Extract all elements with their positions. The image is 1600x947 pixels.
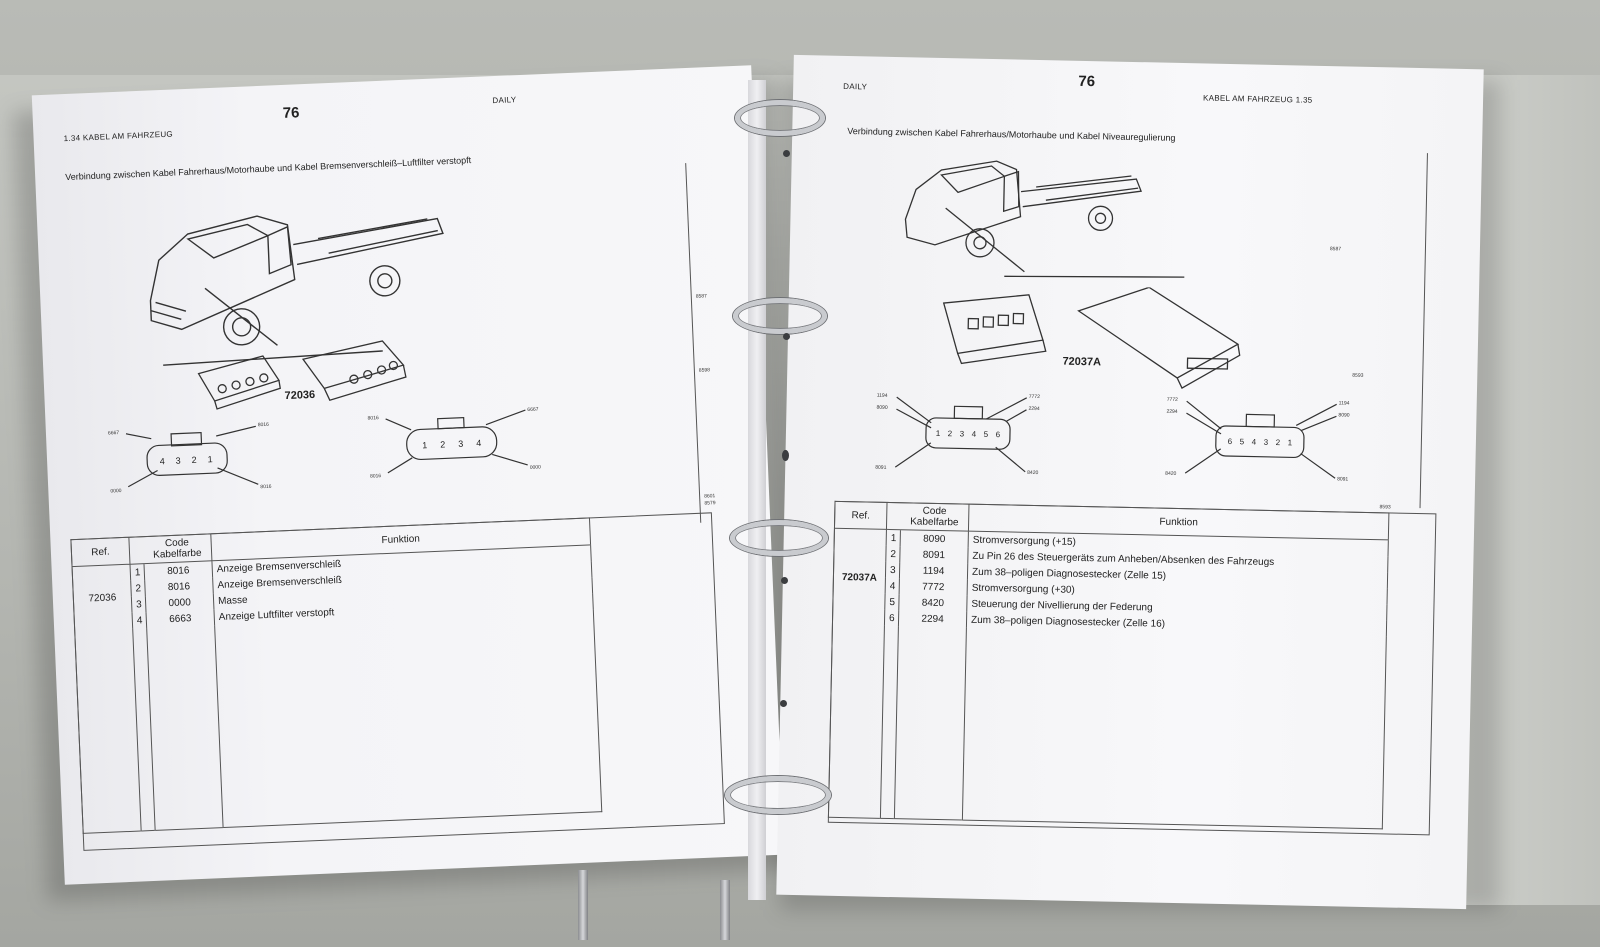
right-wire-label: 2294 [1166,409,1177,415]
left-pin-b-3: 3 [458,439,463,449]
right-pin-a-4: 4 [972,430,977,439]
left-side-number: 8598 [698,367,711,374]
binder-post [578,870,588,940]
right-pin-b-5: 2 [1276,438,1281,447]
right-pin-b-6: 1 [1288,438,1293,447]
left-wire-label: 0000 [530,464,542,470]
right-table-frame [827,500,1437,836]
left-wire-label: 8016 [370,473,382,479]
left-pin-b-4: 4 [476,438,481,448]
right-pin-a-3: 3 [960,429,965,438]
right-page-header: KABEL AM FAHRZEUG 1.35 [1202,93,1313,105]
left-wire-label: 8016 [258,422,270,428]
right-pinout-drawing: 1 2 3 4 5 6 6 5 4 3 2 1 1194 8090 7772 2… [875,393,1350,483]
punch-hole [781,577,788,584]
punch-hole [780,700,787,707]
right-pin-b-1: 6 [1228,437,1233,446]
left-side-number: 8601 [704,493,716,500]
left-pin-a-1: 4 [159,456,164,466]
right-caption: Verbindung zwischen Kabel Fahrerhaus/Mot… [847,126,1176,143]
right-pin-b-4: 3 [1264,438,1269,447]
binder-ring [735,100,825,136]
right-wire-label: 7772 [1167,397,1178,403]
punch-hole [783,150,790,157]
right-wire-label: 8091 [875,465,886,471]
right-connector-pair-drawing [942,286,1241,389]
left-pin-a-2: 3 [175,456,180,466]
right-wire-label: 1194 [1339,400,1350,406]
left-connector-code: 72036 [284,388,316,403]
left-truck-drawing [149,215,444,366]
left-pinout-drawing: 4 3 2 1 1 2 3 4 6667 8016 0000 8016 8016… [108,406,542,494]
left-page-series: DAILY [492,95,517,106]
binder-spine [748,80,766,900]
right-side-number: 8587 [1329,246,1342,253]
right-page-number: 76 [1078,72,1096,91]
left-wire-label: 8016 [367,415,379,421]
right-pin-b-2: 5 [1240,437,1245,446]
right-pin-b-3: 4 [1252,438,1257,447]
right-wire-label: 1194 [877,393,888,399]
binder-ring [730,520,828,556]
left-page-header: 1.34 KABEL AM FAHRZEUG [63,129,174,144]
right-pin-a-6: 6 [996,430,1001,439]
left-page-number: 76 [282,104,300,122]
left-wire-label: 6667 [108,430,120,436]
right-wire-label: 8091 [1337,476,1348,482]
right-wire-label: 8090 [1338,412,1349,418]
right-pin-a-5: 5 [984,430,989,439]
right-wire-label: 8090 [876,405,887,411]
right-side-number: 8593 [1379,504,1391,511]
right-wire-label: 2294 [1028,406,1039,412]
left-pin-a-3: 2 [191,455,196,465]
binder-post [720,880,730,940]
punch-hole [782,449,789,462]
left-pin-b-2: 2 [440,439,445,449]
right-pin-a-1: 1 [936,429,941,438]
left-wire-label: 6667 [527,406,539,412]
left-pin-a-4: 1 [207,454,212,464]
left-table-frame [70,512,725,851]
binder-ring [733,298,827,334]
left-page: 1.34 KABEL AM FAHRZEUG 76 DAILY Verbindu… [31,65,785,885]
left-pin-b-1: 1 [422,440,427,450]
binder-cover-edge [1460,75,1600,905]
right-connector-code: 72037A [1062,355,1102,369]
right-page: DAILY 76 KABEL AM FAHRZEUG 1.35 Verbindu… [776,54,1484,910]
right-truck-drawing [904,160,1185,278]
left-wire-label: 8016 [260,484,272,490]
left-wire-label: 0000 [110,488,122,494]
right-wire-label: 8420 [1027,470,1038,476]
right-wire-label: 7772 [1029,394,1040,400]
punch-hole [783,333,790,340]
right-wire-label: 8420 [1165,471,1176,477]
right-page-series: DAILY [843,81,868,92]
right-pin-a-2: 2 [948,429,953,438]
binder-ring [725,776,831,814]
left-side-number: 8579 [704,500,716,507]
right-side-number: 8593 [1352,372,1364,379]
left-connector-pair-drawing [197,340,407,410]
left-side-number: 8587 [695,293,708,300]
